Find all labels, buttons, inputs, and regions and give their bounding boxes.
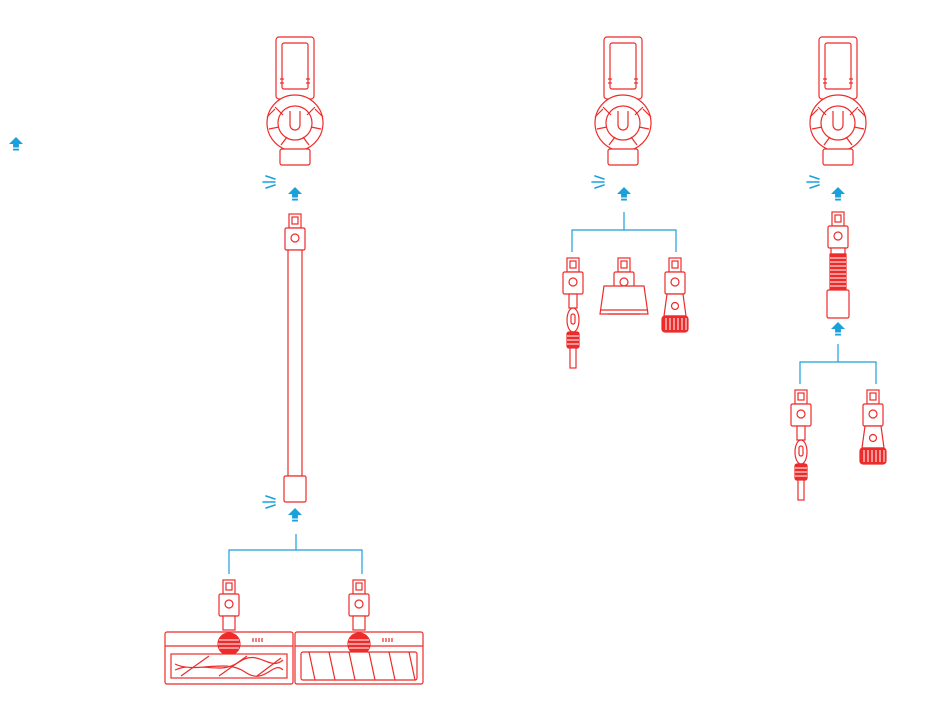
- motorized-brush-head: [165, 580, 293, 684]
- main-body: [595, 37, 651, 165]
- soft-roller-head: [295, 580, 423, 684]
- mini-motorized-head: [600, 258, 648, 314]
- assembly-flexible-hose: [791, 37, 886, 500]
- main-body: [810, 37, 866, 165]
- extension-tube: [284, 214, 306, 502]
- click-lines-icon: [807, 176, 819, 188]
- dusting-brush: [860, 390, 886, 464]
- legend-up-arrow-icon: [9, 137, 23, 151]
- connector-bracket: [800, 344, 876, 384]
- click-lines-icon: [592, 176, 604, 188]
- flexible-hose: [827, 212, 849, 318]
- click-lines-icon: [263, 496, 275, 508]
- assembly-floor-cleaning: [165, 37, 423, 684]
- connector-bracket: [572, 212, 676, 252]
- crevice-tool: [791, 390, 811, 500]
- up-arrow-icon: [617, 187, 631, 201]
- dusting-brush: [662, 258, 688, 332]
- up-arrow-icon: [831, 322, 845, 336]
- connector-bracket: [229, 534, 362, 574]
- up-arrow-icon: [831, 187, 845, 201]
- up-arrow-icon: [288, 187, 302, 201]
- click-lines-icon: [263, 176, 275, 188]
- up-arrow-icon: [288, 508, 302, 522]
- assembly-handheld: [563, 37, 688, 368]
- main-body: [267, 37, 323, 165]
- crevice-tool: [563, 258, 583, 368]
